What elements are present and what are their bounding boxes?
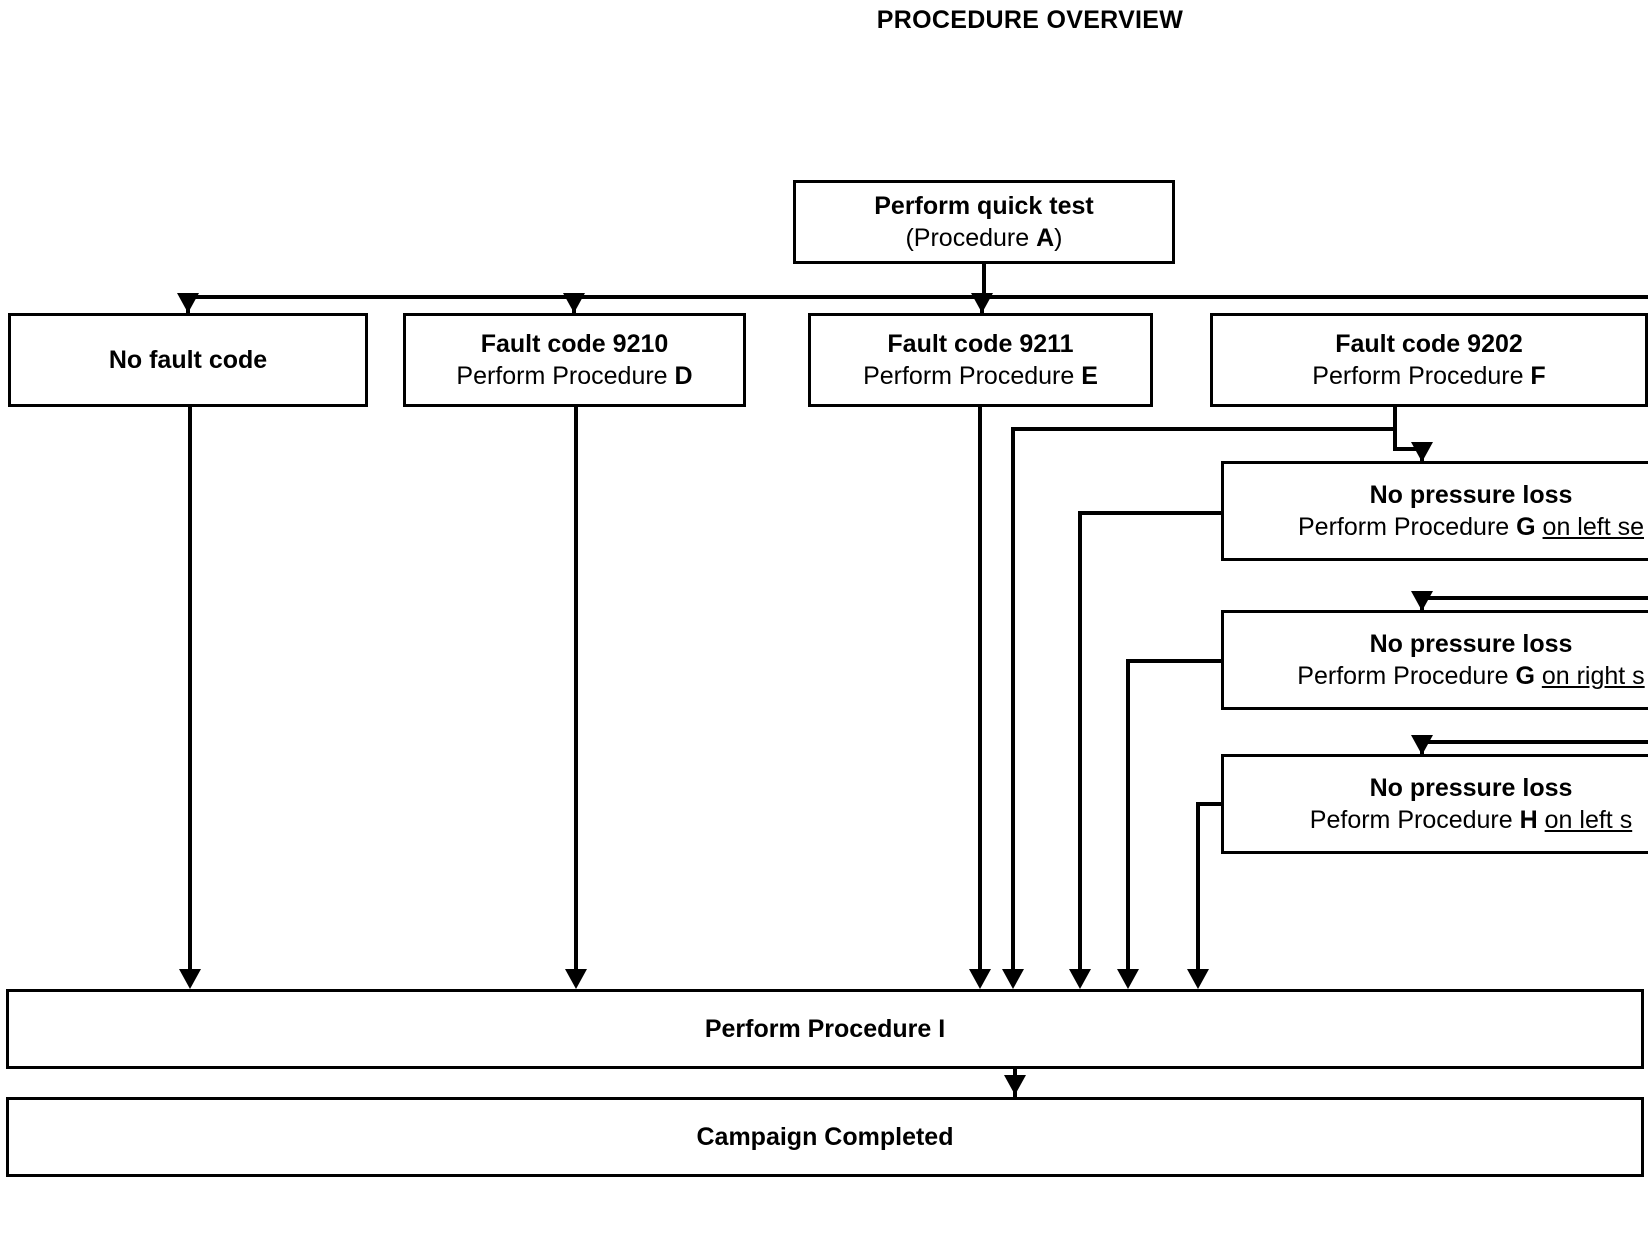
arrowhead-to-no-fault-code xyxy=(177,293,199,313)
connector-g-left-exit xyxy=(1078,511,1224,515)
node-fault-9210-line1: Fault code 9210 xyxy=(480,329,669,358)
arrowhead-to-pressure-loss-h-left xyxy=(1411,735,1433,755)
connector-distribution-bus xyxy=(186,295,1648,299)
page-title: PROCEDURE OVERVIEW xyxy=(876,6,1184,34)
node-fault-9202-line1: Fault code 9202 xyxy=(1335,329,1523,358)
connector-into-g-right-top xyxy=(1420,596,1648,600)
arrowhead-9210-to-procedure-i xyxy=(565,969,587,989)
connector-into-h-left-top xyxy=(1420,740,1648,744)
connector-9210-to-procedure-i xyxy=(574,407,578,973)
node-perform-quick-test[interactable]: Perform quick test (Procedure A) xyxy=(793,180,1175,264)
node-pressure-loss-g-left[interactable]: No pressure loss Perform Procedure G on … xyxy=(1221,461,1648,561)
node-procedure-i-line1: Perform Procedure I xyxy=(704,1014,946,1043)
connector-g-right-exit-drop xyxy=(1126,659,1130,973)
node-no-fault-code[interactable]: No fault code xyxy=(8,313,368,407)
node-no-fault-code-line1: No fault code xyxy=(108,345,268,374)
node-h-left-line2: Peform Procedure H on left s xyxy=(1309,806,1633,834)
node-g-left-line2: Perform Procedure G on left se xyxy=(1298,513,1644,541)
node-fault-9210-line2: Perform Procedure D xyxy=(456,362,693,390)
arrowhead-to-fault-9211 xyxy=(971,293,993,313)
node-procedure-i[interactable]: Perform Procedure I xyxy=(6,989,1644,1069)
arrowhead-to-pressure-loss-g-right xyxy=(1411,591,1433,611)
node-fault-9211-line2: Perform Procedure E xyxy=(863,362,1098,390)
node-fault-9211-line1: Fault code 9211 xyxy=(887,329,1074,358)
node-campaign-completed[interactable]: Campaign Completed xyxy=(6,1097,1644,1177)
connector-9211-to-procedure-i xyxy=(978,407,982,973)
node-fault-9210[interactable]: Fault code 9210 Perform Procedure D xyxy=(403,313,746,407)
connector-start-stem xyxy=(982,264,986,299)
connector-9202-right xyxy=(1393,447,1424,451)
connector-bus-9211-branch-drop xyxy=(1011,427,1015,973)
node-g-right-line2: Perform Procedure G on right s xyxy=(1297,662,1645,690)
arrowhead-to-fault-9210 xyxy=(563,293,585,313)
arrowhead-g-left-to-procedure-i xyxy=(1069,969,1091,989)
node-start-line2: (Procedure A) xyxy=(905,224,1063,252)
node-start-line1: Perform quick test xyxy=(874,191,1094,220)
arrowhead-to-pressure-loss-g-left xyxy=(1411,442,1433,462)
node-g-right-line1: No pressure loss xyxy=(1369,629,1573,658)
node-fault-9202-line2: Perform Procedure F xyxy=(1312,362,1546,390)
arrowhead-no-fault-to-procedure-i xyxy=(179,969,201,989)
node-pressure-loss-g-right[interactable]: No pressure loss Perform Procedure G on … xyxy=(1221,610,1648,710)
connector-h-left-exit-drop xyxy=(1196,802,1200,973)
arrowhead-to-campaign-completed xyxy=(1004,1075,1026,1095)
arrowhead-g-right-to-procedure-i xyxy=(1117,969,1139,989)
node-h-left-line1: No pressure loss xyxy=(1369,773,1573,802)
connector-h-left-exit xyxy=(1196,802,1224,806)
connector-no-fault-to-procedure-i xyxy=(188,407,192,973)
arrowhead-9211-to-procedure-i xyxy=(969,969,991,989)
node-g-left-line1: No pressure loss xyxy=(1369,480,1573,509)
connector-bus-9211-branch xyxy=(1011,427,1393,431)
connector-g-right-exit xyxy=(1126,659,1224,663)
node-campaign-completed-line1: Campaign Completed xyxy=(696,1122,954,1151)
arrowhead-branch-a-to-procedure-i xyxy=(1002,969,1024,989)
node-pressure-loss-h-left[interactable]: No pressure loss Peform Procedure H on l… xyxy=(1221,754,1648,854)
arrowhead-h-left-to-procedure-i xyxy=(1187,969,1209,989)
node-fault-9211[interactable]: Fault code 9211 Perform Procedure E xyxy=(808,313,1153,407)
connector-g-left-exit-drop xyxy=(1078,511,1082,973)
connector-9202-down xyxy=(1393,407,1397,451)
node-fault-9202[interactable]: Fault code 9202 Perform Procedure F xyxy=(1210,313,1648,407)
